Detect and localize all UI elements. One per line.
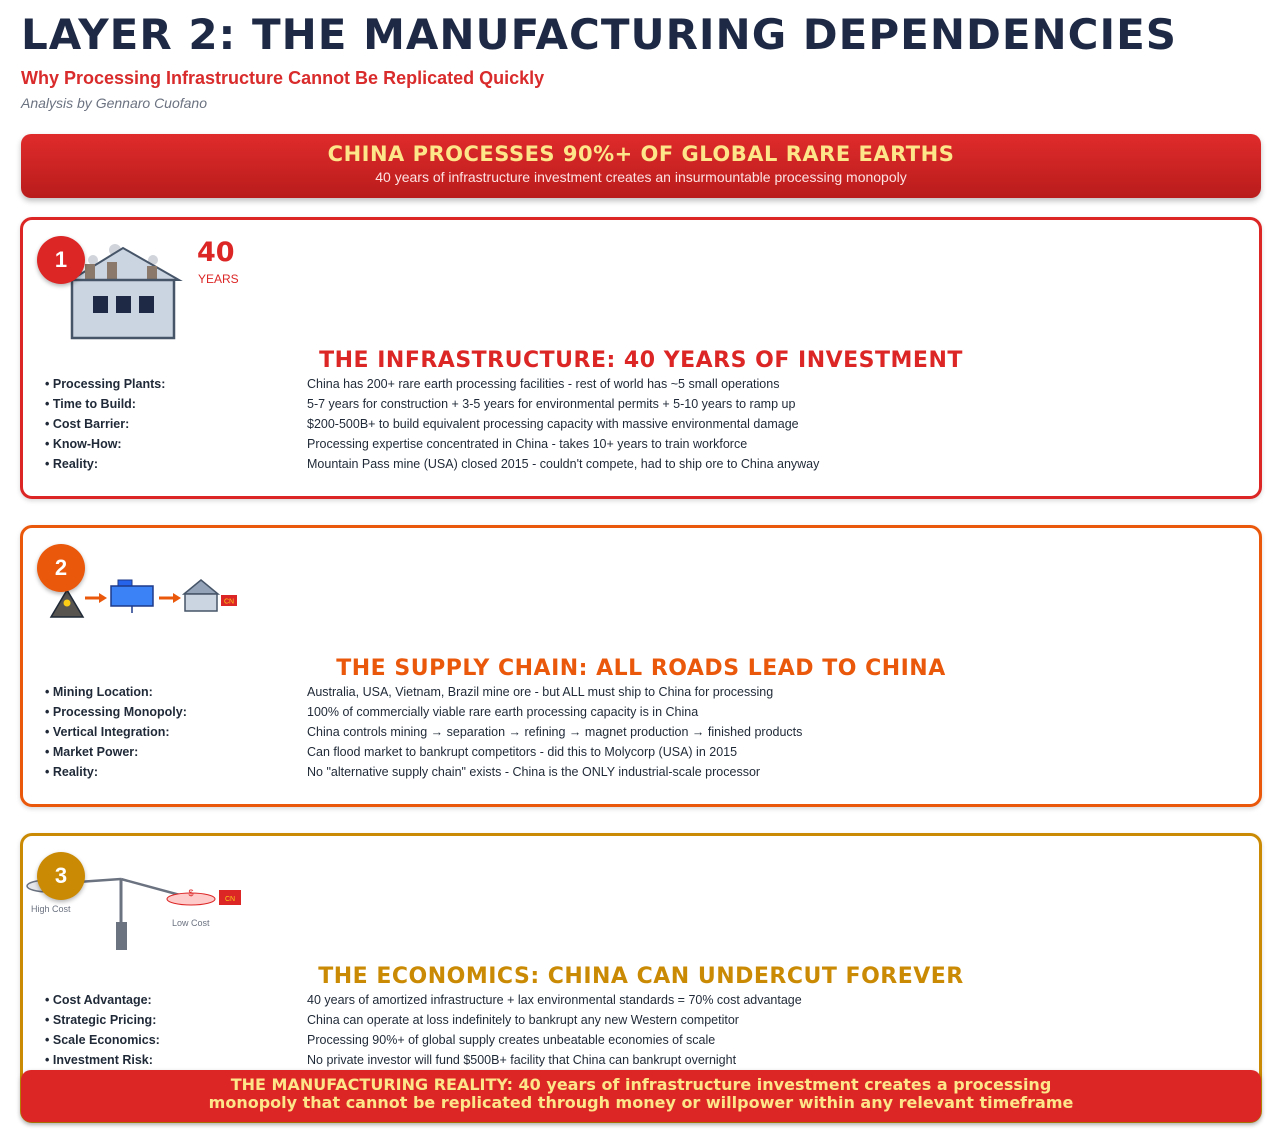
list-item: Time to Build: 5-7 years for construction… xyxy=(45,397,1235,417)
supply-chain-flow-icon: CN xyxy=(49,579,237,618)
item-label: Reality: xyxy=(45,457,98,471)
detail-list: Cost Advantage: 40 years of amortized inf… xyxy=(45,993,1235,1073)
list-item: Vertical Integration: China controls mini… xyxy=(45,725,1235,745)
section-number-badge: 1 xyxy=(37,236,85,284)
stat-unit: YEARS xyxy=(198,272,239,286)
list-item: Processing Plants: China has 200+ rare ea… xyxy=(45,377,1235,397)
list-item: Cost Advantage: 40 years of amortized inf… xyxy=(45,993,1235,1013)
item-label: Investment Risk: xyxy=(45,1053,153,1067)
list-item: Reality: Mountain Pass mine (USA) closed … xyxy=(45,457,1235,477)
banner-headline: CHINA PROCESSES 90%+ OF GLOBAL RARE EART… xyxy=(327,142,955,166)
headline-banner: CHINA PROCESSES 90%+ OF GLOBAL RARE EART… xyxy=(21,134,1261,198)
item-label: Time to Build: xyxy=(45,397,136,411)
item-value: Processing expertise concentrated in Chi… xyxy=(307,437,748,451)
list-item: Scale Economics: Processing 90%+ of globa… xyxy=(45,1033,1235,1053)
item-label: Processing Monopoly: xyxy=(45,705,187,719)
list-item: Know-How: Processing expertise concentrat… xyxy=(45,437,1235,457)
item-value: China has 200+ rare earth processing fac… xyxy=(307,377,780,391)
section-title: THE SUPPLY CHAIN: ALL ROADS LEAD TO CHIN… xyxy=(336,656,946,681)
item-value: 5-7 years for construction + 3-5 years f… xyxy=(307,397,796,411)
list-item: Market Power: Can flood market to bankrup… xyxy=(45,745,1235,765)
item-label: Vertical Integration: xyxy=(45,725,170,739)
item-value: No "alternative supply chain" exists - C… xyxy=(307,765,761,779)
item-value: China controls mining → separation → ref… xyxy=(307,725,803,739)
page-subtitle: Why Processing Infrastructure Cannot Be … xyxy=(21,68,545,88)
stat-value: 40 xyxy=(197,237,235,268)
item-label: Processing Plants: xyxy=(45,377,166,391)
low-cost-label: Low Cost xyxy=(172,918,210,928)
section-title: THE ECONOMICS: CHINA CAN UNDERCUT FOREVE… xyxy=(318,964,964,989)
page-title: LAYER 2: THE MANUFACTURING DEPENDENCIES xyxy=(21,10,1178,59)
section-number-badge: 3 xyxy=(37,852,85,900)
item-label: Cost Advantage: xyxy=(45,993,152,1007)
china-flag-label: CN xyxy=(224,599,234,606)
list-item: Processing Monopoly: 100% of commercially… xyxy=(45,705,1235,725)
conclusion-line-2: monopoly that cannot be replicated throu… xyxy=(208,1093,1074,1112)
list-item: Cost Barrier: $200-500B+ to build equival… xyxy=(45,417,1235,437)
high-cost-label: High Cost xyxy=(31,904,71,914)
item-label: Scale Economics: xyxy=(45,1033,160,1047)
list-item: Strategic Pricing: China can operate at l… xyxy=(45,1013,1235,1033)
dollar-symbol: $ xyxy=(188,888,193,898)
list-item: Mining Location: Australia, USA, Vietnam,… xyxy=(45,685,1235,705)
detail-list: Mining Location: Australia, USA, Vietnam,… xyxy=(45,685,1235,785)
section-title: THE INFRASTRUCTURE: 40 YEARS OF INVESTME… xyxy=(319,348,963,373)
conclusion-banner: THE MANUFACTURING REALITY: 40 years of i… xyxy=(21,1070,1261,1122)
item-value: Australia, USA, Vietnam, Brazil mine ore… xyxy=(307,685,774,699)
list-item: Reality: No "alternative supply chain" ex… xyxy=(45,765,1235,785)
item-value: 40 years of amortized infrastructure + l… xyxy=(307,993,802,1007)
item-value: No private investor will fund $500B+ fac… xyxy=(307,1053,737,1067)
detail-list: Processing Plants: China has 200+ rare ea… xyxy=(45,377,1235,477)
section-infrastructure: 1 40 YEARS THE INFRASTRUCTURE: 40 YEARS … xyxy=(20,217,1262,499)
banner-subtext: 40 years of infrastructure investment cr… xyxy=(375,169,907,185)
list-item: Investment Risk: No private investor will… xyxy=(45,1053,1235,1073)
section-supply-chain: 2 CN THE SUPPLY CHAIN: ALL ROADS LEAD TO… xyxy=(20,525,1262,807)
item-value: China can operate at loss indefinitely t… xyxy=(307,1013,739,1027)
item-label: Market Power: xyxy=(45,745,138,759)
section-number-badge: 2 xyxy=(37,544,85,592)
china-flag-label: CN xyxy=(225,896,235,903)
item-value: 100% of commercially viable rare earth p… xyxy=(307,705,699,719)
item-label: Mining Location: xyxy=(45,685,153,699)
item-value: Processing 90%+ of global supply creates… xyxy=(307,1033,716,1047)
item-label: Cost Barrier: xyxy=(45,417,129,431)
item-label: Reality: xyxy=(45,765,98,779)
item-value: Can flood market to bankrupt competitors… xyxy=(307,745,738,759)
factory-icon xyxy=(67,244,183,340)
item-value: $200-500B+ to build equivalent processin… xyxy=(307,417,799,431)
conclusion-line-1: THE MANUFACTURING REALITY: 40 years of i… xyxy=(230,1075,1052,1094)
author-byline: Analysis by Gennaro Cuofano xyxy=(21,95,207,111)
item-label: Strategic Pricing: xyxy=(45,1013,157,1027)
item-value: Mountain Pass mine (USA) closed 2015 - c… xyxy=(307,457,820,471)
item-label: Know-How: xyxy=(45,437,122,451)
